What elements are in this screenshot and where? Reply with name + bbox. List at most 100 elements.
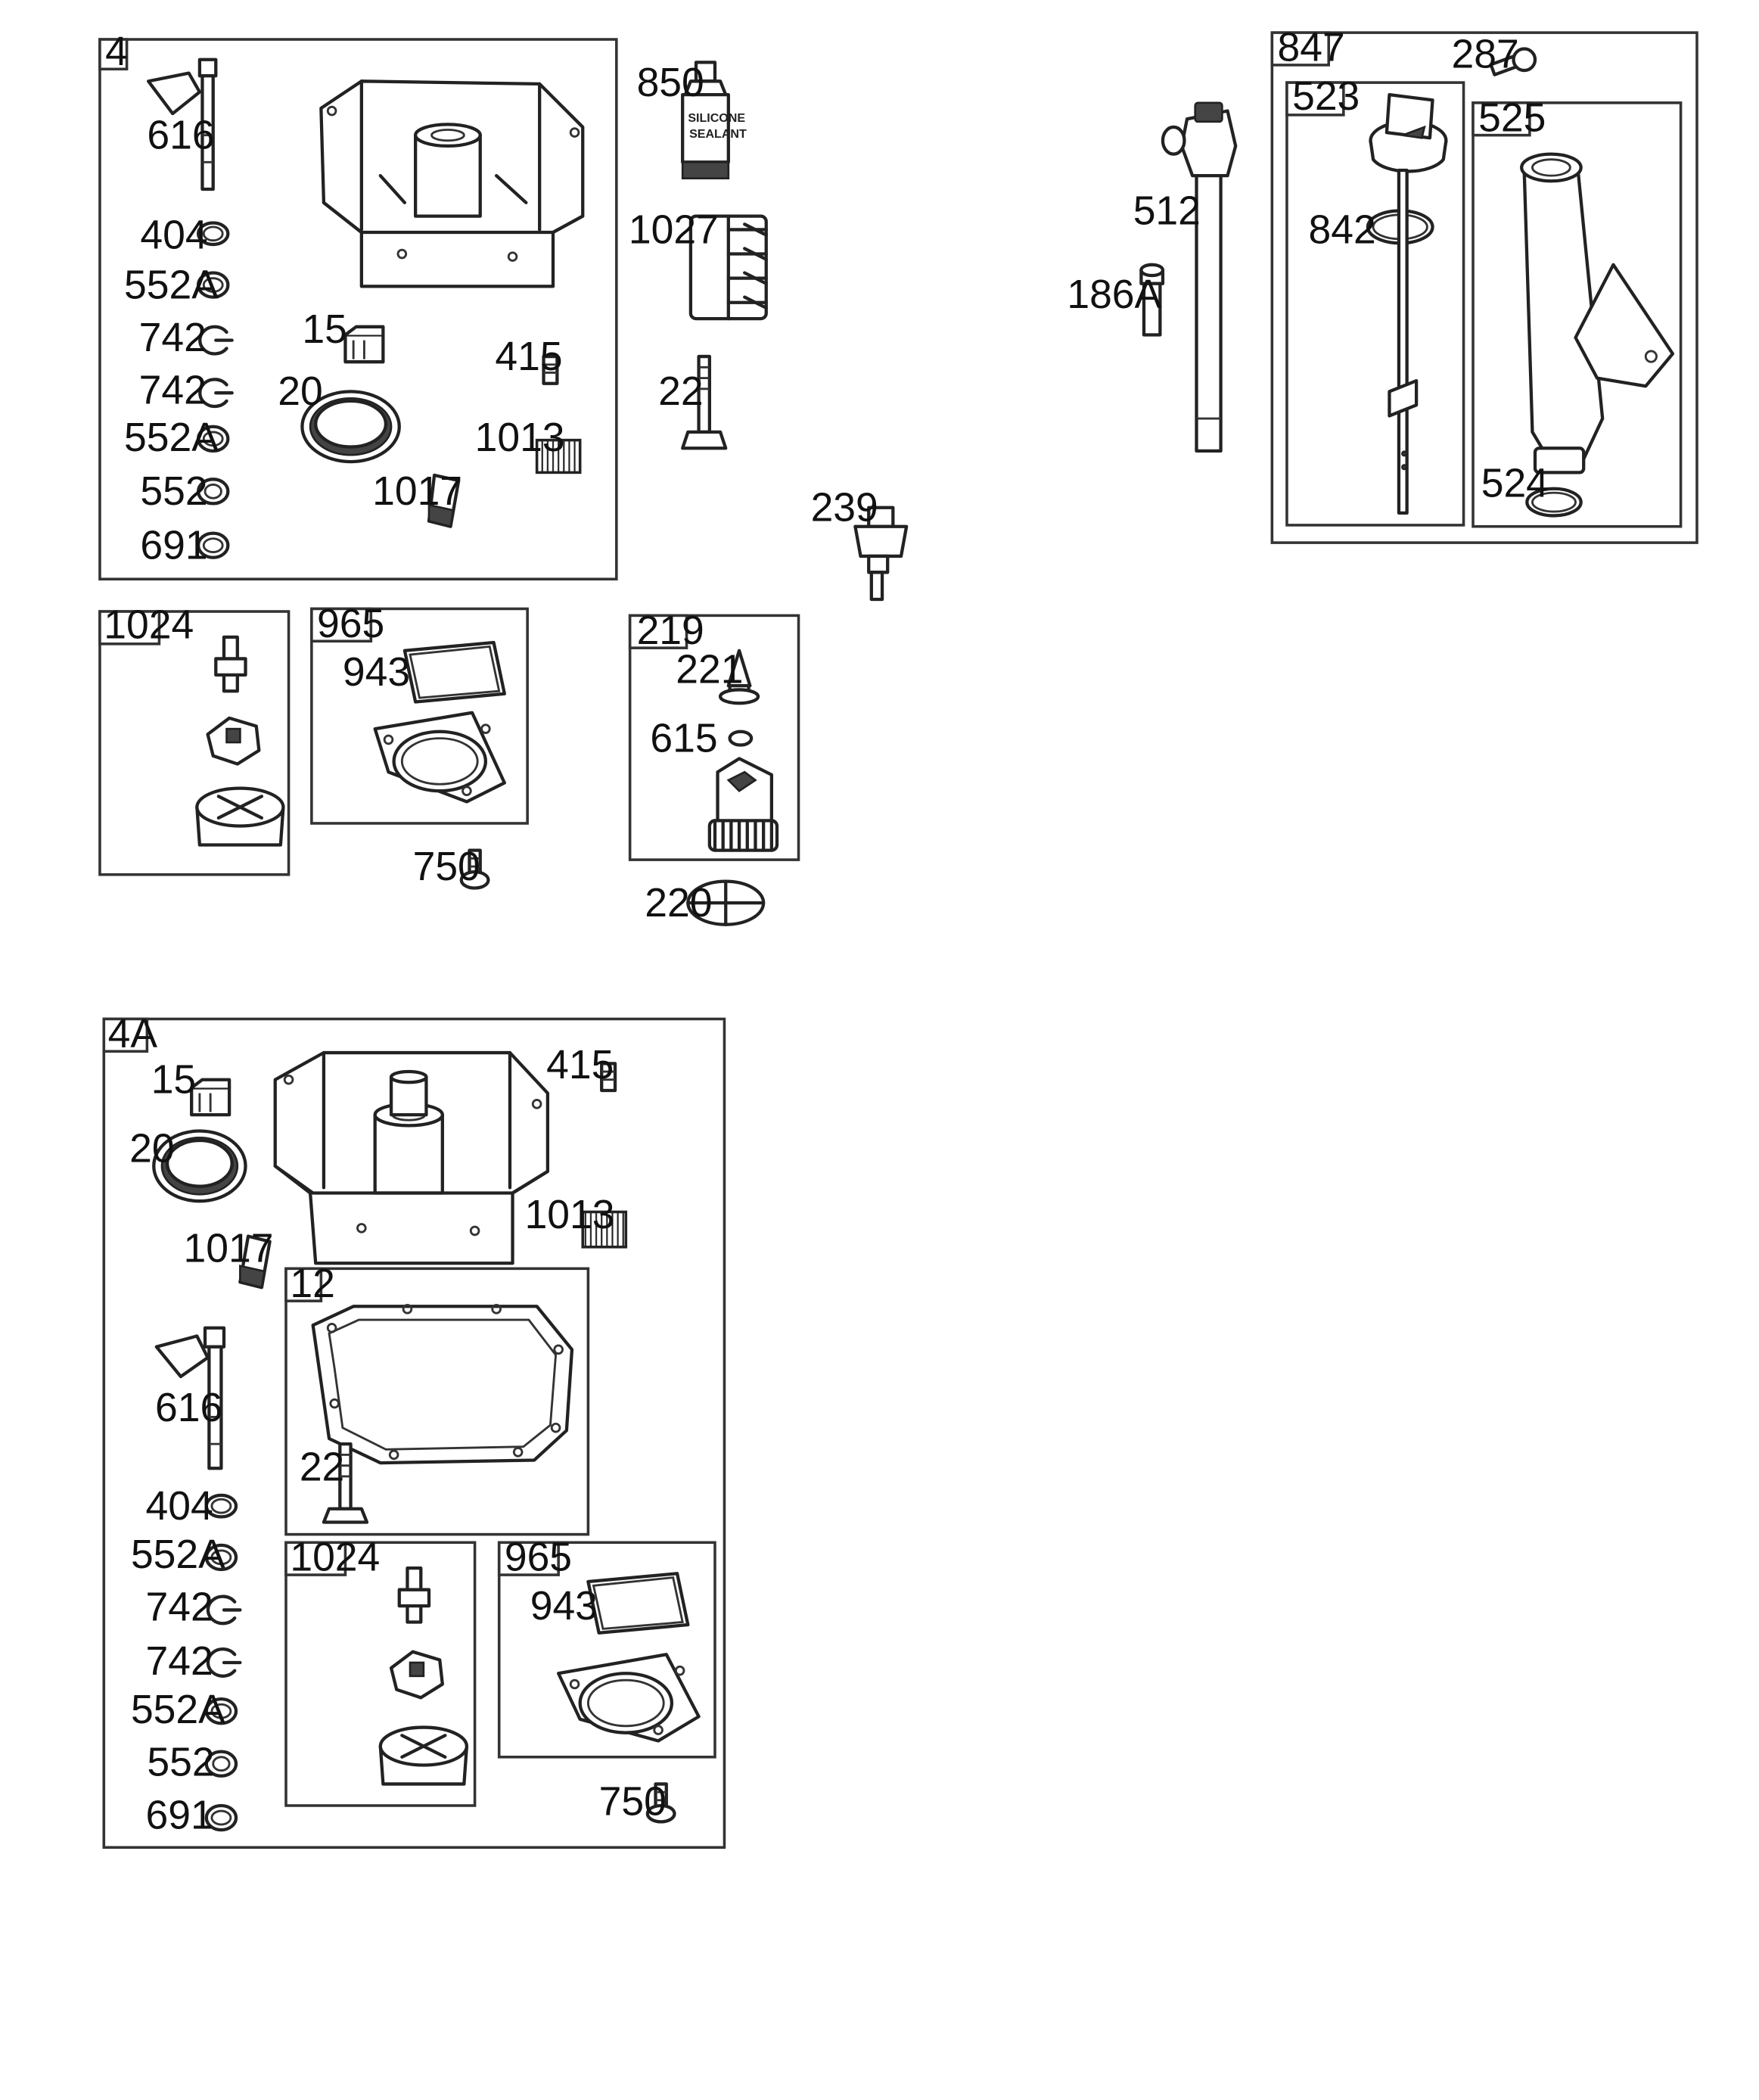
oil-seal-icon	[152, 1129, 247, 1203]
pipe-plug-icon	[542, 354, 559, 385]
label-1017: 1017	[372, 469, 462, 514]
label-1013: 1013	[475, 415, 565, 460]
governor-cup-icon	[686, 879, 766, 926]
e-ring-icon	[206, 1647, 242, 1678]
governor-shaft-icon	[154, 1326, 226, 1470]
box-tag-965: 965	[317, 602, 384, 646]
box-tag-4: 4	[105, 30, 128, 74]
assembly-box-965: 965	[497, 1535, 716, 1759]
label-22: 22	[658, 369, 703, 414]
label-287: 287	[1451, 32, 1518, 76]
drain-plug-icon	[190, 1078, 232, 1117]
magnet-icon	[427, 473, 461, 528]
label-742: 742	[146, 1639, 213, 1684]
label-512: 512	[1133, 188, 1201, 233]
box-tag-525: 525	[1478, 95, 1546, 140]
oil-seal-icon	[300, 390, 401, 464]
label-415: 415	[546, 1043, 614, 1087]
assembly-box-525: 525	[1472, 95, 1683, 528]
governor-gear-icon	[707, 757, 779, 852]
bolt-icon	[322, 1442, 369, 1524]
label-842: 842	[1308, 207, 1375, 252]
assembly-box-523: 523	[1285, 74, 1465, 527]
label-15: 15	[302, 307, 347, 352]
oil-filter-icon	[688, 214, 768, 321]
oil-pressure-switch-icon	[853, 506, 909, 602]
governor-pin-icon	[718, 649, 760, 705]
bushing-icon	[204, 1697, 238, 1725]
washer-icon	[728, 730, 754, 747]
pipe-plug-icon	[600, 1062, 617, 1093]
box-tag-847: 847	[1277, 26, 1344, 70]
box-tag-965: 965	[505, 1535, 572, 1580]
assembly-box-12: 12	[284, 1262, 590, 1536]
bolt-icon	[681, 354, 728, 450]
box-tag-4A: 4A	[108, 1012, 158, 1056]
screw-icon	[1489, 47, 1537, 76]
label-552: 552	[147, 1741, 214, 1785]
assembly-box-965: 965	[310, 602, 529, 825]
label-943: 943	[343, 650, 410, 695]
seal-icon	[204, 1803, 238, 1832]
label-691: 691	[140, 523, 207, 568]
e-ring-icon	[198, 378, 234, 409]
grommet-icon	[1139, 263, 1165, 337]
label-552A: 552A	[131, 1688, 225, 1732]
label-742: 742	[146, 1585, 213, 1630]
assembly-box-4: 4	[98, 30, 618, 581]
label-615: 615	[650, 716, 717, 761]
pump-cover-plate-icon	[373, 711, 506, 804]
label-750: 750	[599, 1779, 667, 1824]
e-ring-icon	[206, 1594, 242, 1626]
label-552: 552	[140, 469, 207, 514]
box-tag-1024: 1024	[104, 603, 194, 648]
filter-screen-icon	[535, 438, 582, 474]
label-20: 20	[129, 1126, 174, 1171]
label-404: 404	[146, 1484, 213, 1529]
label-552A: 552A	[131, 1532, 225, 1577]
box-tag-219: 219	[637, 608, 704, 653]
label-691: 691	[146, 1793, 213, 1837]
label-552A: 552A	[124, 263, 219, 307]
oil-pump-rotor-icon	[195, 635, 285, 847]
magnet-icon	[238, 1234, 272, 1290]
assembly-box-4A: 4A	[102, 1012, 726, 1850]
bushing-icon	[196, 271, 230, 299]
bushing-icon	[204, 1543, 238, 1572]
o-ring-icon	[586, 1572, 690, 1635]
assembly-box-847: 847	[1270, 26, 1698, 544]
bushing-icon	[204, 1750, 238, 1778]
pump-cover-plate-icon	[557, 1653, 701, 1743]
box-tag-523: 523	[1292, 74, 1360, 119]
label-750: 750	[413, 845, 480, 889]
o-ring-icon	[402, 640, 506, 704]
label-404: 404	[140, 213, 207, 257]
label-221: 221	[676, 648, 743, 692]
assembly-box-1024: 1024	[98, 603, 291, 876]
label-239: 239	[811, 486, 878, 530]
e-ring-icon	[198, 325, 234, 356]
label-742: 742	[139, 316, 207, 360]
sump-cover-icon	[319, 79, 585, 288]
label-850: 850	[637, 61, 704, 105]
label-1017: 1017	[183, 1226, 273, 1271]
label-415: 415	[495, 334, 562, 379]
label-1027: 1027	[629, 207, 719, 252]
label-616: 616	[155, 1386, 222, 1430]
oil-pump-rotor-icon	[378, 1566, 469, 1786]
label-616: 616	[147, 113, 214, 157]
o-ring-icon	[1525, 487, 1583, 518]
dipstick-blade-icon	[1388, 168, 1419, 515]
label-742: 742	[139, 368, 207, 412]
label-220: 220	[645, 881, 712, 926]
label-524: 524	[1481, 461, 1549, 506]
drain-plug-icon	[343, 325, 385, 364]
gasket-icon	[311, 1304, 574, 1465]
assembly-box-219: 219	[628, 608, 800, 861]
screw-icon	[645, 1782, 676, 1824]
label-552A: 552A	[124, 415, 219, 460]
oil-fill-tube-icon	[1520, 152, 1675, 474]
dipstick-cap-icon	[1369, 93, 1448, 173]
sump-cover-icon	[273, 1050, 550, 1265]
